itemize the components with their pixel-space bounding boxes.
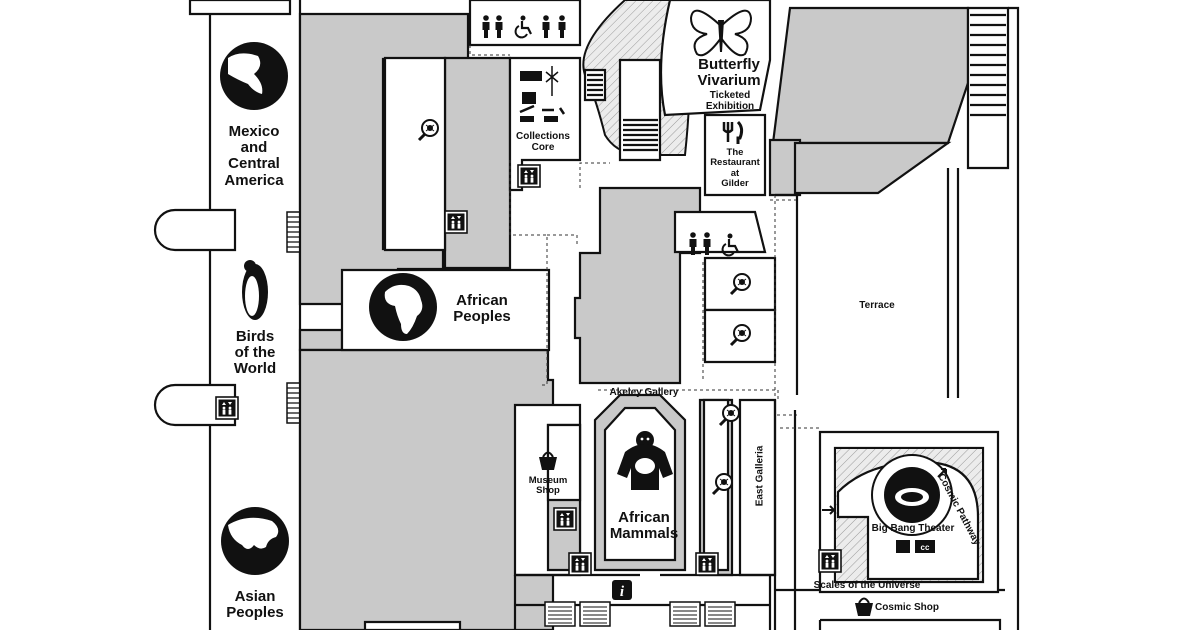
label-east-galleria: East Galleria bbox=[754, 445, 766, 507]
elevator-icon bbox=[695, 552, 719, 576]
label-scales-of-universe[interactable]: Scales of the Universe bbox=[813, 580, 921, 591]
globe-asia-icon bbox=[221, 507, 289, 575]
area-label-terrace: Terrace bbox=[859, 300, 895, 311]
label-cosmic-shop[interactable]: Cosmic Shop bbox=[875, 602, 939, 613]
elevator-icon bbox=[568, 552, 592, 576]
butterfly-icon bbox=[689, 9, 753, 57]
gorilla-icon bbox=[617, 431, 673, 490]
elevator-icon bbox=[215, 396, 239, 420]
escalator-icon bbox=[669, 601, 701, 627]
gallery-label-african-peoples[interactable]: African Peoples bbox=[453, 292, 511, 326]
gallery-label-asian-peoples[interactable]: Asian Peoples bbox=[226, 588, 284, 622]
label-museum-shop[interactable]: Museum Shop bbox=[528, 475, 568, 497]
globe-africa-icon bbox=[369, 273, 437, 341]
elevator-icon bbox=[553, 507, 577, 531]
globe-americas-icon bbox=[220, 42, 288, 110]
elevator-icon bbox=[517, 164, 541, 188]
gallery-label-restaurant[interactable]: The Restaurant at Gilder bbox=[710, 147, 760, 189]
escalator-icon bbox=[579, 601, 611, 627]
elevator-icon bbox=[818, 549, 842, 573]
butterfly-ticketed-note: Ticketed Exhibition bbox=[705, 90, 755, 112]
gallery-label-african-mammals[interactable]: African Mammals bbox=[609, 509, 679, 543]
svg-text:i: i bbox=[620, 584, 625, 600]
shopping-bag-icon bbox=[854, 597, 874, 617]
fork-knife-icon bbox=[722, 120, 744, 144]
gallery-label-mexico[interactable]: Mexico and Central America bbox=[224, 123, 284, 189]
info-icon: i bbox=[612, 580, 632, 600]
closed-caption-icon bbox=[915, 540, 935, 553]
gallery-label-birds[interactable]: Birds of the World bbox=[233, 328, 277, 378]
gallery-label-butterfly-vivarium[interactable]: Butterfly Vivarium bbox=[697, 56, 761, 90]
label-big-bang-theater[interactable]: Big Bang Theater bbox=[871, 523, 955, 534]
gallery-label-collections-core[interactable]: Collections Core bbox=[516, 131, 570, 153]
collections-icon bbox=[519, 66, 566, 122]
svg-text:cc: cc bbox=[921, 543, 930, 552]
escalator-icon bbox=[704, 601, 736, 627]
escalator-icon bbox=[544, 601, 576, 627]
gallery-label-akeley[interactable]: Akeley Gallery bbox=[609, 387, 679, 398]
penguin-icon bbox=[242, 260, 268, 320]
elevator-icon bbox=[444, 210, 468, 234]
